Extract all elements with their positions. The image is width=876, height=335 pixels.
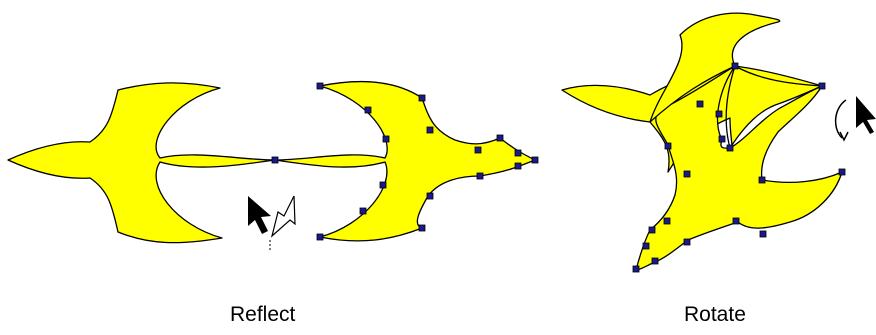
reflect-original-bird [8,83,275,243]
reflect-caption: Reflect [230,303,295,327]
reflect-mirrored-bird [272,82,538,241]
reflect-cursor-icon [270,196,295,252]
rotate-cursor-icon [836,96,876,140]
rotate-caption: Rotate [684,303,746,327]
pointer-cursor-icon [248,196,271,234]
